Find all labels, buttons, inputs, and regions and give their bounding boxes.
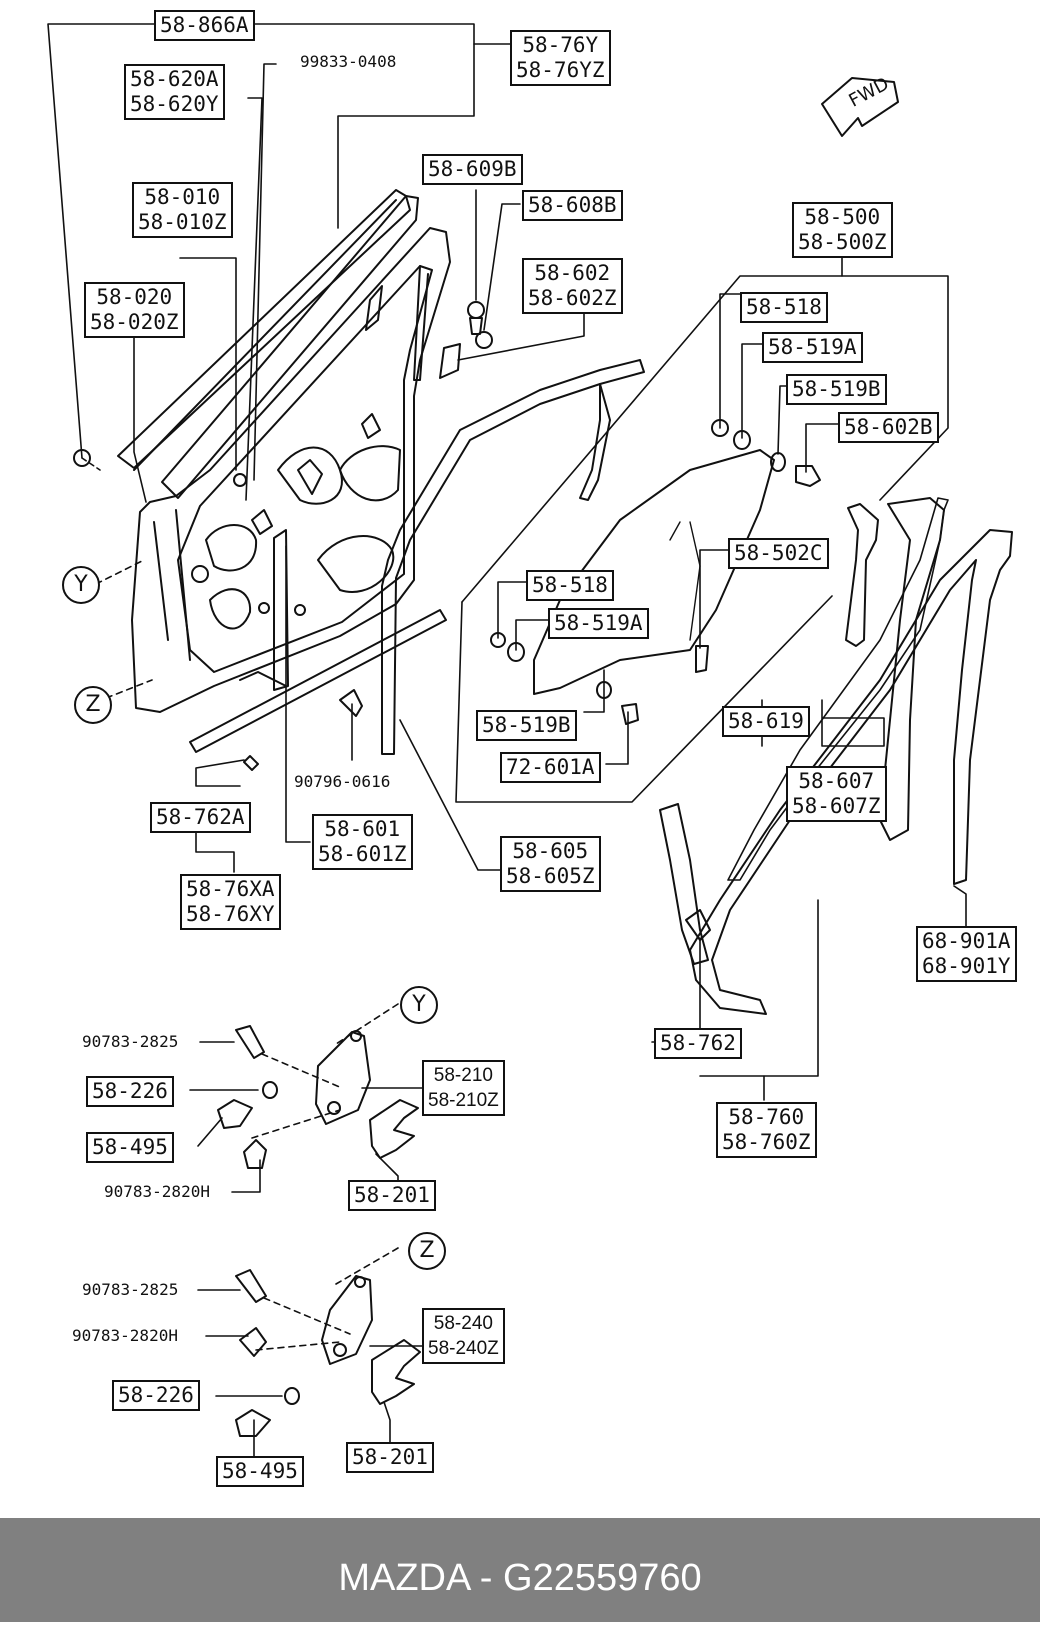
footer-banner: MAZDA - G22559760: [0, 1518, 1040, 1622]
part-number-90783-2820h-lower: 90783-2820H: [72, 1326, 178, 1345]
lower-hinge: [235, 1269, 421, 1437]
part-label-58-226-lower: 58-226: [112, 1380, 200, 1411]
part-number-90783-2820h-upper: 90783-2820H: [104, 1182, 210, 1201]
door-parts-diagram: [47, 23, 1013, 1471]
part-number-99833-0408: 99833-0408: [300, 52, 397, 71]
door-frame: [117, 189, 451, 713]
part-label-58-608b: 58-608B: [522, 190, 623, 221]
part-label-58-518-top: 58-518: [740, 292, 828, 323]
part-label-58-519b-mid: 58-519B: [476, 710, 577, 741]
part-label-58-619: 58-619: [722, 706, 810, 737]
window-glass: [533, 449, 775, 695]
leader-lines: [47, 23, 967, 1471]
door-weatherstrips: [659, 497, 1013, 1015]
callout-z-main: Z: [74, 686, 112, 724]
part-label-58-201-lower: 58-201: [346, 1442, 434, 1473]
part-label-58-866a: 58-866A: [154, 10, 255, 41]
part-label-58-602b: 58-602B: [838, 412, 939, 443]
callout-y-main: Y: [62, 566, 100, 604]
part-label-58-201-upper: 58-201: [348, 1180, 436, 1211]
part-label-58-226-upper: 58-226: [86, 1076, 174, 1107]
callout-z-detail: Z: [408, 1232, 446, 1270]
part-label-58-519a-mid: 58-519A: [548, 608, 649, 639]
upper-hinge: [217, 1025, 419, 1169]
part-label-58-519a-top: 58-519A: [762, 332, 863, 363]
footer-part-number: G22559760: [503, 1557, 702, 1599]
run-channel: [189, 359, 645, 755]
part-number-90783-2825-lower: 90783-2825: [82, 1280, 179, 1299]
part-label-58-518-mid: 58-518: [526, 570, 614, 601]
part-label-58-762: 58-762: [654, 1028, 742, 1059]
footer-separator: -: [469, 1557, 504, 1599]
callout-y-detail: Y: [400, 986, 438, 1024]
part-label-58-495-lower: 58-495: [216, 1456, 304, 1487]
part-label-58-609b: 58-609B: [422, 154, 523, 185]
part-number-90783-2825-upper: 90783-2825: [82, 1032, 179, 1051]
part-label-58-519b-top: 58-519B: [786, 374, 887, 405]
part-label-58-762a: 58-762A: [150, 802, 251, 833]
part-label-58-495-upper: 58-495: [86, 1132, 174, 1163]
fwd-arrow-icon: [821, 77, 899, 137]
part-label-72-601a: 72-601A: [500, 752, 601, 783]
part-number-90796-0616: 90796-0616: [294, 772, 391, 791]
hardware-parts: [73, 301, 821, 771]
part-label-58-502c: 58-502C: [728, 538, 829, 569]
footer-brand: MAZDA: [338, 1557, 470, 1599]
